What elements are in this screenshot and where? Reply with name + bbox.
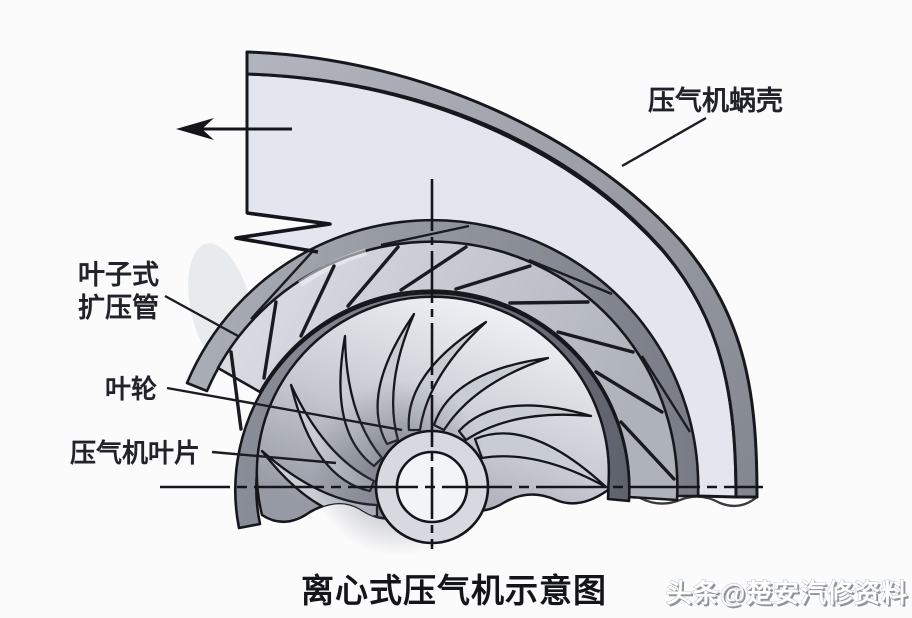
label-diffuser-line1: 叶子式: [78, 260, 159, 290]
watermark: 头条@楚安汽修资料: [666, 578, 908, 608]
leader-blades: [211, 450, 337, 465]
leader-volute: [621, 116, 707, 168]
label-diffuser-line2: 扩压管: [78, 293, 159, 323]
volute-casing-band: [245, 50, 759, 499]
label-impeller: 叶轮: [105, 374, 157, 404]
diagram-title: 离心式压气机示意图: [301, 572, 607, 609]
diffuser-vane-ring: [216, 240, 679, 502]
vane-ring-highlight: [298, 248, 367, 287]
diffuser-vanes: [229, 245, 676, 481]
label-volute: 压气机蜗壳: [648, 86, 783, 116]
leader-impeller: [166, 386, 403, 432]
casing-bottom-break-edge: [639, 495, 758, 508]
label-blades: 压气机叶片: [70, 438, 200, 468]
watermark-shadow: 头条@楚安汽修资料: [668, 580, 910, 610]
leader-lines: [164, 116, 707, 465]
outer-ring-passage-lines: [250, 224, 692, 433]
flow-arrow: [176, 118, 292, 140]
outlet-duct-break-zigzag: [234, 211, 332, 254]
leader-diffuser: [164, 294, 239, 338]
